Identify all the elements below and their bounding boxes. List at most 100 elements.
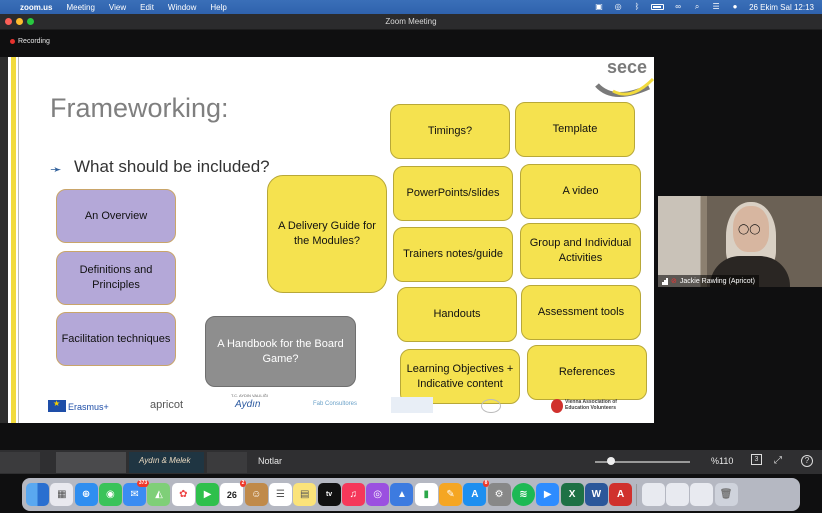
dock-separator	[636, 483, 638, 506]
slide-thumbnail-next[interactable]	[207, 452, 247, 473]
airdrop-icon[interactable]: ◎	[614, 2, 622, 11]
word-icon[interactable]: W	[584, 483, 608, 506]
apricot-logo: apricot	[150, 399, 184, 411]
search-icon[interactable]: ⌕	[694, 2, 700, 11]
aydin-logo: Aydın	[235, 399, 261, 410]
menu-edit[interactable]: Edit	[140, 2, 154, 12]
acrobat-icon[interactable]: A	[609, 483, 633, 506]
participant-face	[733, 206, 769, 252]
signal-strength-icon	[662, 277, 668, 285]
recent-document-icon[interactable]	[666, 483, 690, 506]
vienna-logo-icon	[551, 399, 563, 413]
box-facilitation: Facilitation techniques	[56, 312, 176, 366]
close-window-button[interactable]	[5, 18, 12, 25]
contacts-icon[interactable]: ☺	[244, 483, 268, 506]
maps-icon[interactable]: ◭	[147, 483, 171, 506]
launchpad-icon[interactable]: ▦	[50, 483, 74, 506]
notes-app-icon[interactable]: ▤	[293, 483, 317, 506]
menu-view[interactable]: View	[108, 2, 127, 12]
notes-label: Notlar	[258, 456, 283, 466]
box-overview: An Overview	[56, 189, 176, 243]
safari-icon[interactable]: ⊕	[74, 483, 98, 506]
system-preferences-icon[interactable]: ⚙	[487, 483, 511, 506]
participant-name-bar: ⊘ Jackie Rawling (Apricot)	[658, 275, 759, 287]
mail-icon[interactable]: ✉373	[123, 480, 150, 506]
box-learning-objectives: Learning Objectives + Indicative content	[400, 349, 520, 404]
messages-icon[interactable]: ◉	[98, 483, 122, 506]
page-count-icon[interactable]: 3	[751, 454, 762, 465]
reminders-icon[interactable]: ☰	[268, 483, 292, 506]
menubar-clock[interactable]: 26 Ekim Sal 12:13	[749, 2, 814, 12]
slide-accent-line	[11, 57, 16, 423]
bluetooth-icon[interactable]: ᛒ	[634, 2, 640, 11]
numbers-icon[interactable]: ▮	[414, 483, 438, 506]
box-handouts: Handouts	[397, 287, 517, 342]
zoom-status-icon[interactable]: ▣	[595, 2, 603, 11]
slide-thumbnail-prev[interactable]	[0, 452, 40, 473]
music-icon[interactable]: ♫	[341, 483, 365, 506]
keynote-icon[interactable]: ▲	[390, 483, 414, 506]
mic-muted-icon: ⊘	[671, 278, 677, 285]
app-store-badge: 8	[482, 480, 490, 487]
slide-bullet: What should be included?	[74, 157, 270, 176]
zoom-slider-track[interactable]	[595, 461, 690, 463]
pages-icon[interactable]: ✎	[439, 483, 463, 506]
glasses-icon: ◯◯	[738, 224, 761, 235]
record-dot-icon	[10, 39, 15, 44]
window-title: Zoom Meeting	[385, 17, 437, 26]
link-icon[interactable]: ∞	[675, 2, 681, 11]
slide-title: Frameworking:	[50, 93, 229, 123]
swoosh-bullet-icon: ➛	[50, 161, 62, 177]
recent-document-icon[interactable]	[641, 483, 665, 506]
slide-thumbnail-2[interactable]: Aydın & Melek	[129, 452, 204, 473]
podcasts-icon[interactable]: ◎	[366, 483, 390, 506]
box-trainers-notes: Trainers notes/guide	[393, 227, 513, 282]
vienna-logo: Vienna Association of Education Voluntee…	[565, 399, 617, 411]
facetime-icon[interactable]: ▶	[196, 483, 220, 506]
excel-icon[interactable]: X	[560, 483, 584, 506]
help-icon[interactable]: ?	[801, 455, 813, 467]
box-assessment: Assessment tools	[521, 285, 641, 340]
menu-app[interactable]: zoom.us	[20, 2, 53, 12]
menu-window[interactable]: Window	[167, 2, 197, 12]
erasmus-logo: Erasmus+	[68, 402, 109, 412]
minimize-window-button[interactable]	[16, 18, 23, 25]
battery-icon[interactable]	[651, 4, 665, 10]
participant-video-tile[interactable]: ◯◯ ⊘ Jackie Rawling (Apricot)	[658, 196, 822, 287]
slide-thumbnail-1[interactable]	[56, 452, 126, 473]
menu-meeting[interactable]: Meeting	[66, 2, 95, 12]
menu-help[interactable]: Help	[210, 2, 227, 12]
fab-logo: Fab Consultores	[313, 401, 358, 407]
finder-icon[interactable]	[26, 483, 49, 506]
spotify-icon[interactable]: ≋	[511, 483, 535, 506]
zoom-icon[interactable]: ▶	[536, 483, 560, 506]
control-center-icon[interactable]: ☰	[712, 2, 720, 11]
box-definitions: Definitions and Principles	[56, 251, 176, 305]
thumbnail-label: Aydın & Melek	[139, 456, 191, 465]
box-video: A video	[520, 164, 641, 219]
siri-icon[interactable]: ●	[732, 2, 738, 11]
menu-bar: zoom.us Meeting View Edit Window Help ▣ …	[0, 0, 822, 14]
slide-left-strip	[0, 57, 8, 423]
box-handbook: A Handbook for the Board Game?	[205, 316, 356, 387]
box-delivery-guide: A Delivery Guide for the Modules?	[267, 175, 387, 293]
window-titlebar: Zoom Meeting	[0, 14, 822, 30]
apple-tv-icon[interactable]: tv	[317, 483, 341, 506]
maximize-window-button[interactable]	[27, 18, 34, 25]
calendar-day: 26	[226, 489, 237, 500]
eu-flag-icon	[48, 399, 66, 412]
recent-document-icon[interactable]	[690, 483, 714, 506]
recording-indicator[interactable]: Recording	[10, 38, 50, 45]
expand-icon[interactable]: ⤢	[774, 455, 782, 466]
slide-divider-line	[18, 57, 19, 423]
box-template: Template	[515, 102, 635, 157]
zoom-slider-knob[interactable]	[607, 457, 616, 465]
box-group-activities: Group and Individual Activities	[520, 223, 641, 279]
box-timings: Timings?	[390, 104, 510, 159]
box-powerpoints: PowerPoints/slides	[393, 166, 513, 221]
trash-icon[interactable]: 🗑	[714, 483, 738, 506]
photos-icon[interactable]: ✿	[171, 483, 195, 506]
